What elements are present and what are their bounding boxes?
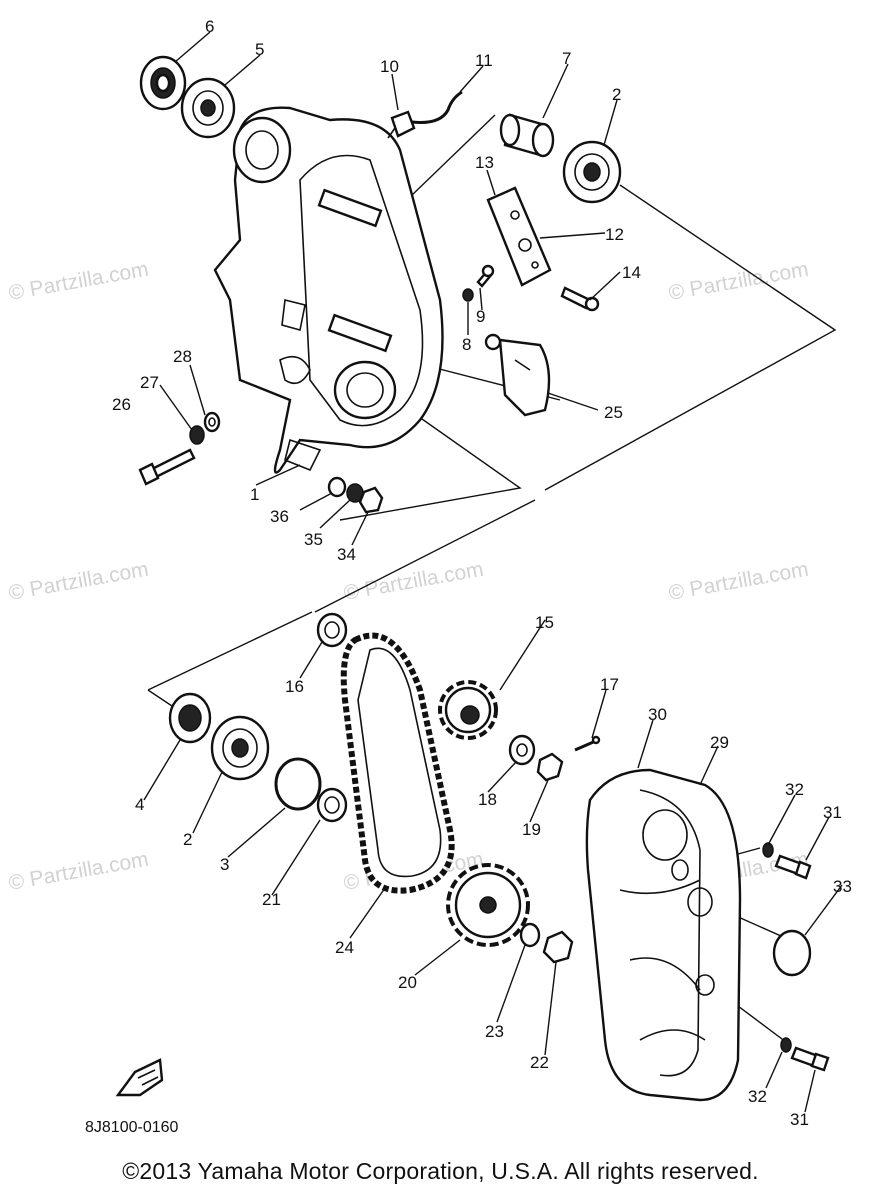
callout-labels: 1 2 2 3 4 5 6 7 8 9 10 11 12 13 14 15 16… [112, 17, 852, 1129]
circlip-3 [274, 757, 322, 811]
bolt-9 [476, 264, 495, 288]
washer-23 [519, 922, 541, 948]
callout-label: 31 [823, 803, 842, 822]
bearing-2-upper [562, 140, 622, 204]
chain-case-housing [213, 106, 444, 474]
chain-case-cover-29 [585, 768, 742, 1102]
leader-lines [143, 31, 843, 1113]
bolt-26 [138, 448, 196, 486]
sensor-10 [387, 110, 416, 139]
bolt-31-upper [774, 854, 812, 880]
callout-label: 21 [262, 890, 281, 909]
callout-label: 13 [475, 153, 494, 172]
tensioner-plate-13 [486, 186, 552, 287]
sprocket-20 [446, 863, 530, 947]
sprocket-15 [438, 680, 498, 740]
callout-label: 30 [648, 705, 667, 724]
callout-label: 29 [710, 733, 729, 752]
tensioner-shoe-25 [484, 333, 551, 417]
callout-label: 24 [335, 938, 354, 957]
nut-22 [542, 930, 574, 964]
callout-label: 3 [220, 855, 229, 874]
washer-27 [189, 425, 205, 445]
collar-21 [316, 787, 348, 823]
callout-label: 9 [476, 307, 485, 326]
callout-label: 5 [255, 40, 264, 59]
callout-label: 36 [270, 507, 289, 526]
callout-label: 18 [478, 790, 497, 809]
bolt-31-lower [790, 1046, 830, 1072]
callout-label: 31 [790, 1110, 809, 1129]
callout-label: 33 [833, 877, 852, 896]
callout-label: 16 [285, 677, 304, 696]
watermark: © Partzilla.com [7, 558, 150, 605]
watermark: © Partzilla.com [7, 848, 150, 895]
washer-32-lower [780, 1037, 792, 1053]
callout-label: 32 [748, 1087, 767, 1106]
callout-label: 2 [183, 830, 192, 849]
copyright-notice: ©2013 Yamaha Motor Corporation, U.S.A. A… [122, 1158, 759, 1184]
callout-label: 32 [785, 780, 804, 799]
diagram-code: 8J8100-0160 [85, 1119, 179, 1136]
washer-32-upper [762, 842, 774, 858]
callout-label: 19 [522, 820, 541, 839]
collar-16 [316, 612, 348, 648]
callout-label: 22 [530, 1053, 549, 1072]
drive-chain-24 [340, 632, 455, 894]
washer-36 [327, 476, 347, 498]
watermark: © Partzilla.com [342, 558, 485, 605]
callout-label: 34 [337, 545, 356, 564]
washer-8 [462, 288, 474, 302]
bearing-5 [180, 77, 236, 139]
bearing-2-lower [210, 715, 270, 781]
callout-label: 28 [173, 347, 192, 366]
bolt-14 [560, 286, 600, 312]
callout-label: 35 [304, 530, 323, 549]
callout-label: 26 [112, 395, 131, 414]
callout-label: 11 [475, 51, 493, 70]
callout-label: 1 [250, 485, 259, 504]
callout-label: 7 [562, 49, 571, 68]
callout-label: 12 [605, 225, 624, 244]
callout-label: 23 [485, 1022, 504, 1041]
callout-label: 25 [604, 403, 623, 422]
callout-label: 17 [600, 675, 619, 694]
callout-label: 4 [135, 795, 144, 814]
callout-label: 8 [462, 335, 471, 354]
callout-label: 27 [140, 373, 159, 392]
callout-label: 15 [535, 613, 554, 632]
front-arrow-icon [115, 1058, 164, 1097]
callout-label: 6 [205, 17, 214, 36]
callout-label: 2 [612, 85, 621, 104]
callout-label: 14 [622, 263, 641, 282]
watermark: © Partzilla.com [7, 258, 150, 305]
nut-19 [536, 752, 564, 782]
collar-7 [499, 113, 555, 158]
wire-11 [411, 90, 463, 124]
nut-34 [358, 486, 384, 514]
callout-label: 10 [380, 57, 399, 76]
oil-seal-4 [168, 692, 212, 744]
oil-seal-6 [139, 55, 187, 111]
pin-17 [574, 735, 601, 752]
washer-18 [508, 734, 536, 766]
watermark: © Partzilla.com [667, 558, 810, 605]
cap-33 [772, 929, 812, 977]
callout-label: 20 [398, 973, 417, 992]
washer-28 [203, 411, 221, 433]
